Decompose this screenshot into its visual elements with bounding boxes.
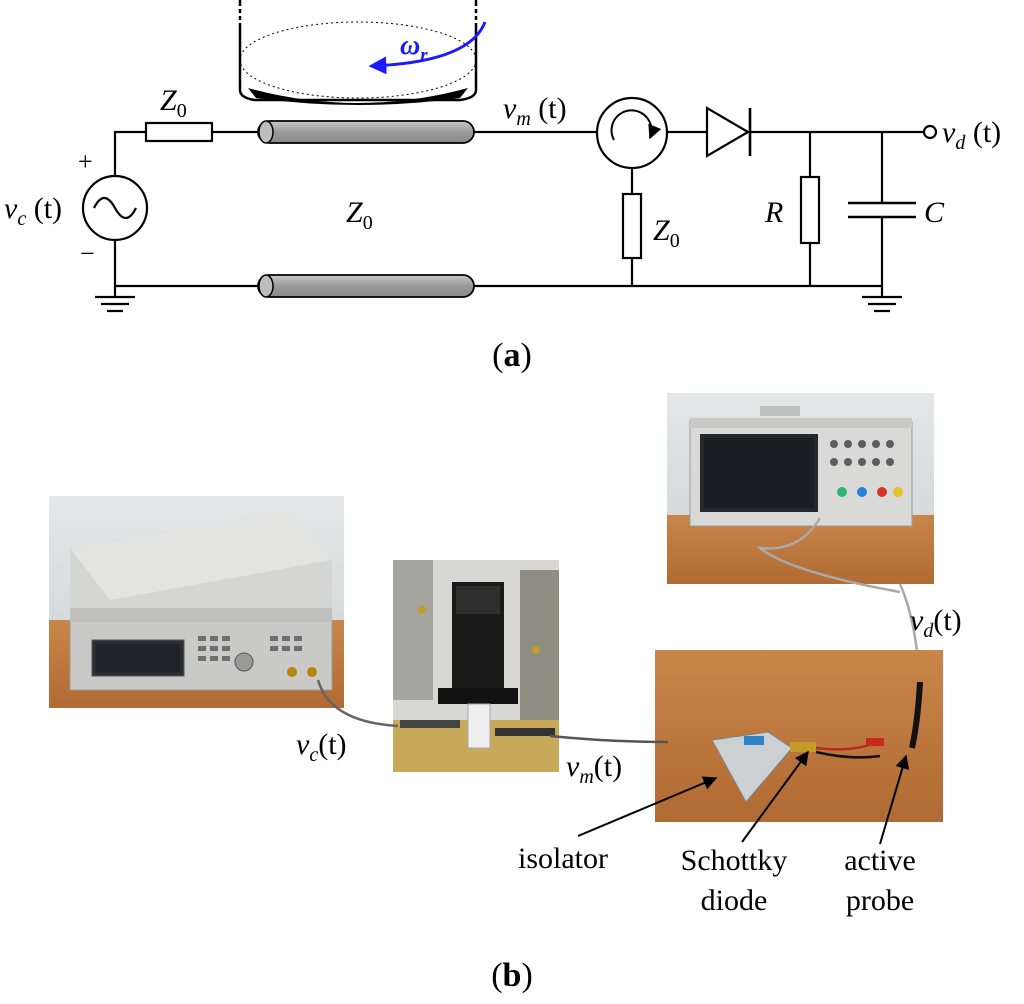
load-resistor — [799, 175, 821, 245]
photo-device-board — [655, 650, 943, 822]
rotation-label: ωr — [400, 30, 428, 66]
photo-signal-generator — [49, 496, 344, 708]
ground-left — [95, 295, 135, 313]
source-label: vc (t) — [4, 192, 62, 230]
caption-a: (a) — [492, 337, 532, 374]
probe-label-line1: active — [844, 844, 916, 877]
ground-right — [862, 295, 902, 313]
series-resistor — [144, 121, 214, 143]
transmission-line-bottom — [257, 274, 475, 298]
transmission-line-top — [257, 120, 475, 144]
wires — [113, 130, 924, 296]
probe-arrow — [879, 754, 910, 845]
capacitor-label: C — [924, 196, 945, 229]
caption-b: (b) — [491, 957, 533, 994]
source-plus: + — [78, 147, 93, 176]
photo-oscilloscope — [667, 393, 934, 594]
series-resistor-label: Z0 — [160, 84, 187, 122]
termination-resistor — [621, 192, 643, 260]
output-terminal — [922, 124, 938, 140]
cable-stage-to-isolator — [549, 734, 669, 744]
photo-vd-label: vd(t) — [910, 604, 962, 642]
photo-vc-label: vc(t) — [296, 728, 347, 766]
cable-generator-to-stage — [316, 679, 399, 728]
diode — [705, 106, 752, 158]
circuit-diagram: ωr + − vc (t) — [4, 0, 1001, 313]
photo-vm-label: vm(t) — [566, 750, 622, 788]
isolator-label: isolator — [518, 842, 608, 875]
output-label: vd (t) — [942, 116, 1001, 154]
schottky-label-line2: diode — [701, 884, 768, 917]
mid-voltage-label: vm (t) — [503, 92, 567, 130]
photo-motor-stage — [393, 560, 559, 772]
schottky-arrow — [741, 750, 809, 843]
circulator — [595, 96, 669, 170]
line-impedance-label: Z0 — [346, 196, 373, 234]
probe-label-line2: probe — [846, 884, 914, 917]
schottky-label-line1: Schottky — [681, 844, 788, 877]
rotation-arrow — [368, 21, 487, 75]
source-minus: − — [80, 239, 95, 268]
resistor-label: R — [764, 196, 783, 229]
rotating-disc — [238, 0, 478, 105]
capacitor — [848, 201, 916, 219]
termination-label: Z0 — [653, 214, 680, 252]
voltage-source — [81, 174, 149, 242]
isolator-arrow — [577, 776, 718, 837]
